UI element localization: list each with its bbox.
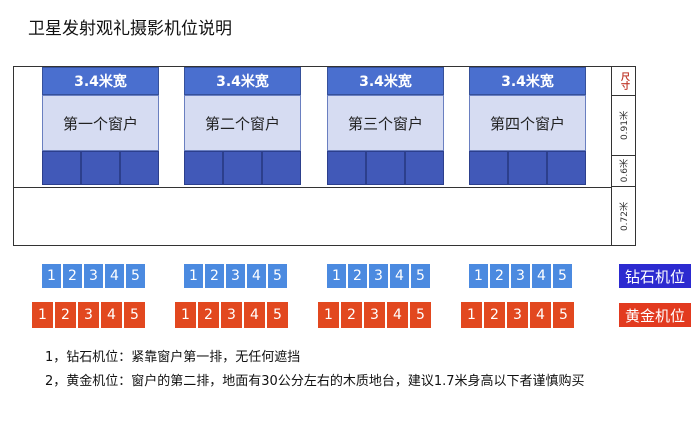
window-pane — [223, 151, 262, 185]
window-name: 第四个窗户 — [469, 95, 586, 151]
gold-seat[interactable]: 4 — [244, 302, 265, 328]
window-1: 3.4米宽 第一个窗户 — [42, 67, 159, 185]
size-column: 尺寸 0.91米 0.6米 0.72米 — [611, 66, 636, 246]
window-name: 第一个窗户 — [42, 95, 159, 151]
gold-seat[interactable]: 3 — [364, 302, 385, 328]
gold-seat[interactable]: 4 — [101, 302, 122, 328]
diamond-seat[interactable]: 5 — [126, 264, 145, 288]
gold-seat[interactable]: 1 — [461, 302, 482, 328]
window-panes — [184, 151, 301, 185]
floor-divider — [13, 187, 611, 188]
diamond-seat[interactable]: 1 — [469, 264, 488, 288]
diamond-seat-row-4: 1 2 3 4 5 — [469, 264, 574, 288]
diamond-seat[interactable]: 5 — [553, 264, 572, 288]
diamond-seat[interactable]: 2 — [490, 264, 509, 288]
gold-seat[interactable]: 1 — [318, 302, 339, 328]
gold-seat[interactable]: 2 — [55, 302, 76, 328]
window-panes — [327, 151, 444, 185]
diamond-seat[interactable]: 5 — [411, 264, 430, 288]
size-value: 0.72米 — [619, 201, 630, 232]
diamond-seat[interactable]: 2 — [63, 264, 82, 288]
note-diamond: 1，钻石机位：紧靠窗户第一排，无任何遮挡 — [45, 350, 301, 365]
window-width-label: 3.4米宽 — [42, 67, 159, 95]
diamond-seat[interactable]: 1 — [42, 264, 61, 288]
window-panes — [42, 151, 159, 185]
diamond-seat[interactable]: 2 — [348, 264, 367, 288]
window-name: 第二个窗户 — [184, 95, 301, 151]
window-pane — [42, 151, 81, 185]
window-3: 3.4米宽 第三个窗户 — [327, 67, 444, 185]
gold-position-label: 黄金机位 — [619, 303, 691, 327]
gold-seat[interactable]: 4 — [530, 302, 551, 328]
diamond-seat[interactable]: 3 — [511, 264, 530, 288]
gold-seat[interactable]: 2 — [484, 302, 505, 328]
size-value: 0.6米 — [619, 159, 630, 183]
window-pane — [366, 151, 405, 185]
gold-seat[interactable]: 3 — [78, 302, 99, 328]
diamond-seat[interactable]: 4 — [247, 264, 266, 288]
diamond-seat[interactable]: 4 — [105, 264, 124, 288]
size-value: 0.91米 — [619, 110, 630, 141]
gold-seat[interactable]: 5 — [267, 302, 288, 328]
size-header: 尺寸 — [612, 66, 636, 96]
gold-seat[interactable]: 4 — [387, 302, 408, 328]
diamond-seat[interactable]: 5 — [268, 264, 287, 288]
diamond-seat-row-1: 1 2 3 4 5 — [42, 264, 147, 288]
gold-seat[interactable]: 3 — [221, 302, 242, 328]
gold-seat-row-2: 1 2 3 4 5 — [175, 302, 290, 328]
diamond-seat[interactable]: 3 — [369, 264, 388, 288]
gold-seat[interactable]: 5 — [553, 302, 574, 328]
gold-seat[interactable]: 3 — [507, 302, 528, 328]
window-pane — [405, 151, 444, 185]
window-2: 3.4米宽 第二个窗户 — [184, 67, 301, 185]
gold-seat[interactable]: 1 — [32, 302, 53, 328]
gold-seat[interactable]: 1 — [175, 302, 196, 328]
window-width-label: 3.4米宽 — [469, 67, 586, 95]
window-pane — [120, 151, 159, 185]
diamond-seat[interactable]: 3 — [84, 264, 103, 288]
window-pane — [327, 151, 366, 185]
window-pane — [547, 151, 586, 185]
diamond-seat[interactable]: 1 — [184, 264, 203, 288]
window-pane — [81, 151, 120, 185]
size-cell-wall-height: 0.72米 — [612, 187, 636, 246]
diamond-position-label: 钻石机位 — [619, 264, 691, 288]
page-title: 卫星发射观礼摄影机位说明 — [28, 19, 232, 39]
window-pane — [469, 151, 508, 185]
note-gold: 2，黄金机位：窗户的第二排，地面有30公分左右的木质地台，建议1.7米身高以下者… — [45, 374, 585, 389]
window-pane — [184, 151, 223, 185]
size-cell-window-height: 0.91米 — [612, 96, 636, 156]
gold-seat-row-4: 1 2 3 4 5 — [461, 302, 576, 328]
gold-seat[interactable]: 2 — [341, 302, 362, 328]
window-width-label: 3.4米宽 — [327, 67, 444, 95]
gold-seat[interactable]: 5 — [410, 302, 431, 328]
size-cell-sill-height: 0.6米 — [612, 156, 636, 187]
diamond-seat[interactable]: 3 — [226, 264, 245, 288]
window-4: 3.4米宽 第四个窗户 — [469, 67, 586, 185]
window-name: 第三个窗户 — [327, 95, 444, 151]
gold-seat-row-3: 1 2 3 4 5 — [318, 302, 433, 328]
gold-seat-row-1: 1 2 3 4 5 — [32, 302, 147, 328]
diamond-seat[interactable]: 4 — [390, 264, 409, 288]
window-pane — [508, 151, 547, 185]
window-pane — [262, 151, 301, 185]
diamond-seat[interactable]: 4 — [532, 264, 551, 288]
diamond-seat[interactable]: 2 — [205, 264, 224, 288]
window-panes — [469, 151, 586, 185]
diamond-seat-row-2: 1 2 3 4 5 — [184, 264, 289, 288]
gold-seat[interactable]: 5 — [124, 302, 145, 328]
diamond-seat[interactable]: 1 — [327, 264, 346, 288]
window-width-label: 3.4米宽 — [184, 67, 301, 95]
diamond-seat-row-3: 1 2 3 4 5 — [327, 264, 432, 288]
gold-seat[interactable]: 2 — [198, 302, 219, 328]
